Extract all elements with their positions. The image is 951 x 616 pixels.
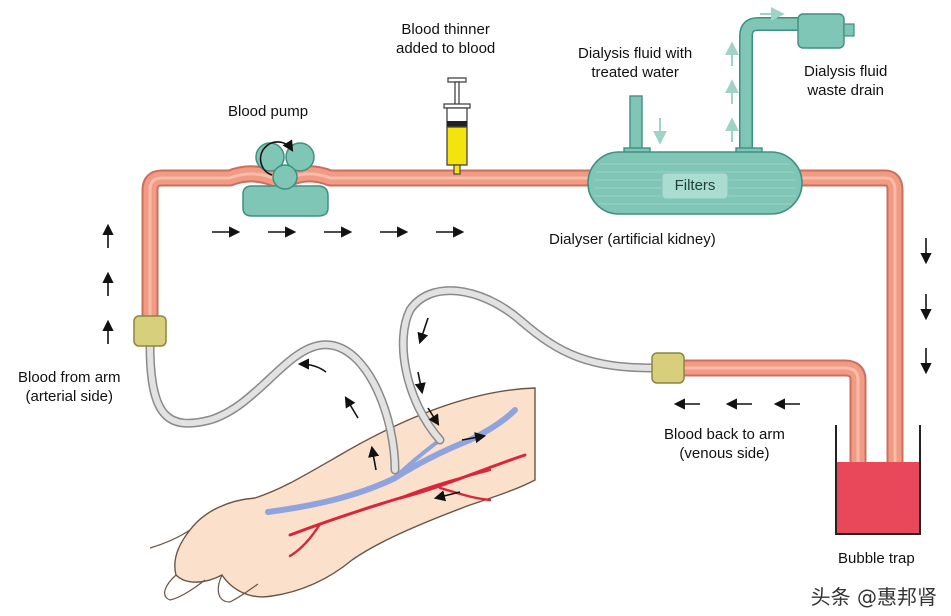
vein-branch [393, 438, 442, 480]
blood-flow-arrows [102, 223, 932, 502]
syringe [443, 77, 471, 175]
arterial-connector [133, 315, 167, 347]
blood-from-arm-label: Blood from arm (arterial side) [18, 369, 121, 405]
waste-drain-label: Dialysis fluid waste drain [804, 63, 888, 99]
venous-connector [651, 352, 685, 384]
blood-pump [242, 139, 329, 217]
blood-thinner-label: Blood thinner added to blood [396, 21, 496, 57]
arm [149, 387, 536, 603]
dialyser-label: Dialyser (artificial kidney) [549, 231, 716, 248]
dialyser [587, 13, 855, 215]
bubble-trap-label: Bubble trap [838, 550, 915, 567]
blood-back-label: Blood back to arm (venous side) [664, 426, 785, 462]
artery-branch [288, 468, 492, 558]
pump-roller-bottom [272, 164, 298, 190]
bubble-trap [835, 425, 921, 535]
dialysis-fluid-label: Dialysis fluid with treated water [578, 45, 693, 81]
blood-pump-label: Blood pump [228, 103, 309, 120]
watermark: 头条 @惠邦肾 [810, 585, 937, 609]
hand-fingers [149, 529, 259, 603]
filters-box [661, 172, 729, 200]
vein [265, 407, 518, 515]
filters-label: Filters [674, 177, 716, 194]
fluid-flow-arrows [653, 7, 785, 145]
